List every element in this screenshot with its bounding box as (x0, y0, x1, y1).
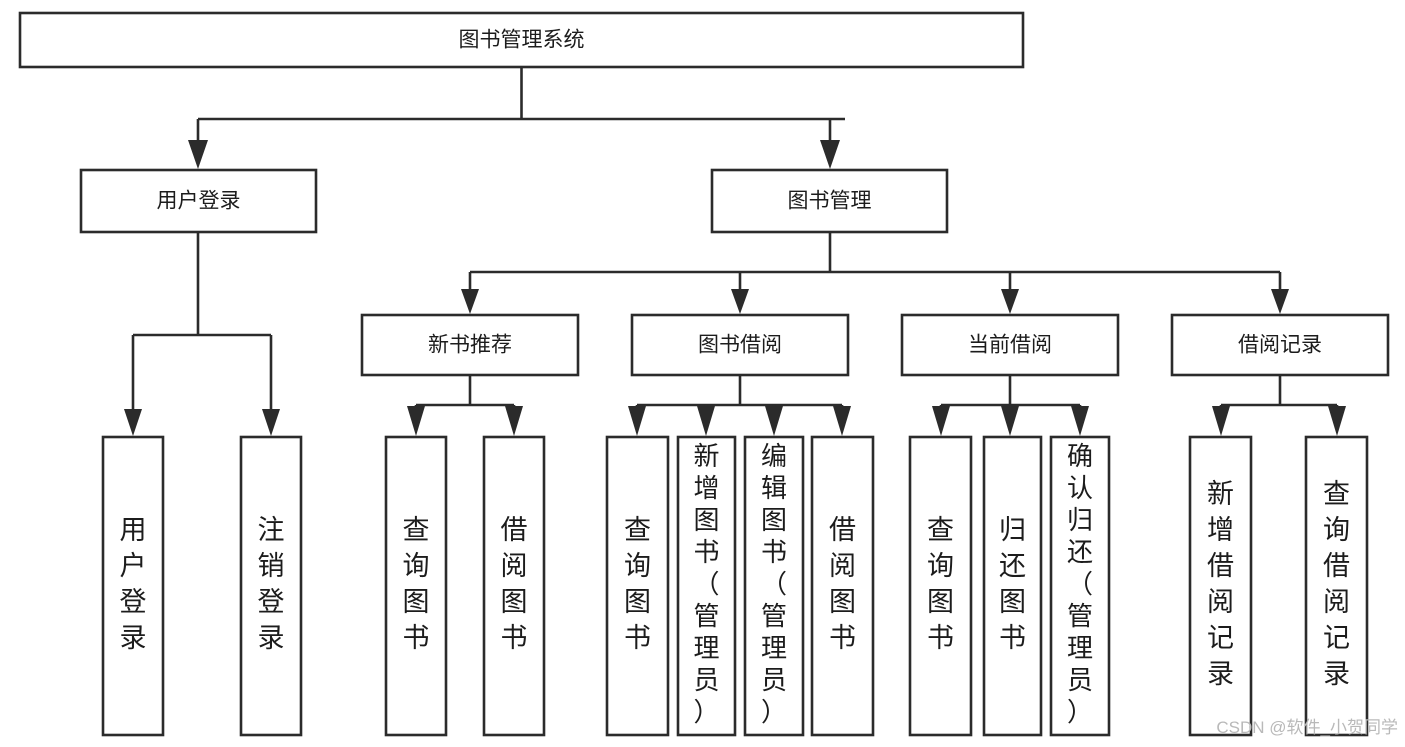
node-leaf-cur-confirm-label: 确认归还（管理员） (1067, 441, 1093, 727)
node-leaf-rec-query[interactable]: 查询图书 (384, 435, 448, 737)
node-leaf-borrow-edit[interactable]: 编辑图书（管理员） (743, 435, 805, 737)
node-leaf-cur-query-box[interactable] (908, 435, 973, 737)
csdn-watermark: CSDN @软件_小贺同学 (1216, 718, 1398, 737)
node-root[interactable]: 图书管理系统 (18, 11, 1025, 69)
node-book-borrow[interactable]: 图书借阅 (630, 313, 850, 377)
arrow-head-leaf-cur-query (932, 406, 950, 436)
node-leaf-cur-confirm-box[interactable] (1049, 435, 1111, 737)
arrow-head-user-login (188, 140, 208, 169)
node-leaf-rec-search[interactable]: 查询借阅记录 (1304, 435, 1369, 737)
node-book-manage[interactable]: 图书管理 (710, 168, 949, 234)
node-leaf-borrow-query-box[interactable] (605, 435, 670, 737)
arrow-head-current-borrow (1001, 289, 1019, 314)
arrow-head-leaf-borrow-query (628, 406, 646, 436)
node-leaf-rec-borrow-label: 借阅图书 (501, 515, 528, 653)
node-leaf-borrow-add-label: 新增图书（管理员） (693, 441, 719, 727)
arrow-head-leaf-rec-search (1328, 406, 1346, 436)
node-user-login-box[interactable] (79, 168, 318, 234)
node-leaf-borrow-query-label: 查询图书 (624, 515, 651, 653)
node-leaf-cur-return-box[interactable] (982, 435, 1043, 737)
node-leaf-borrow-edit-label: 编辑图书（管理员） (761, 441, 787, 727)
node-current-borrow[interactable]: 当前借阅 (900, 313, 1120, 377)
node-leaf-rec-search-label: 查询借阅记录 (1323, 479, 1350, 689)
node-leaf-cur-return-label: 归还图书 (999, 515, 1026, 653)
arrow-head-leaf-user-login (124, 409, 142, 436)
node-new-book-rec-label: 新书推荐 (428, 334, 512, 357)
node-borrow-record-label: 借阅记录 (1238, 334, 1322, 357)
node-leaf-rec-query-label: 查询图书 (403, 515, 430, 653)
arrow-head-leaf-cur-confirm (1071, 406, 1089, 436)
arrow-head-leaf-borrow-lend (833, 406, 851, 436)
node-leaf-user-logout-box[interactable] (239, 435, 303, 737)
node-layer: 图书管理系统 用户登录 图书管理 新书推荐 图书借阅 当前借阅 (18, 11, 1390, 737)
node-leaf-cur-return[interactable]: 归还图书 (982, 435, 1043, 737)
arrow-head-new-book-rec (461, 289, 479, 314)
arrow-head-leaf-rec-add (1212, 406, 1230, 436)
node-leaf-borrow-lend[interactable]: 借阅图书 (810, 435, 875, 737)
arrow-head-book-borrow (731, 289, 749, 314)
arrow-head-leaf-rec-borrow (505, 406, 523, 436)
arrow-head-leaf-user-logout (262, 409, 280, 436)
arrow-head-borrow-record (1271, 289, 1289, 314)
node-leaf-user-login[interactable]: 用户登录 (101, 435, 165, 737)
node-leaf-rec-query-box[interactable] (384, 435, 448, 737)
connector-layer (124, 67, 1346, 436)
node-leaf-rec-add[interactable]: 新增借阅记录 (1188, 435, 1253, 737)
node-user-login-label: 用户登录 (157, 190, 241, 213)
arrow-head-leaf-cur-return (1001, 406, 1019, 436)
node-leaf-user-login-box[interactable] (101, 435, 165, 737)
arrow-head-leaf-borrow-edit (765, 406, 783, 436)
node-leaf-rec-add-box[interactable] (1188, 435, 1253, 737)
node-current-borrow-box[interactable] (900, 313, 1120, 377)
node-new-book-rec-box[interactable] (360, 313, 580, 377)
node-leaf-cur-confirm[interactable]: 确认归还（管理员） (1049, 435, 1111, 737)
node-leaf-rec-search-box[interactable] (1304, 435, 1369, 737)
arrow-head-leaf-borrow-add (697, 406, 715, 436)
node-leaf-rec-add-label: 新增借阅记录 (1207, 479, 1234, 689)
node-leaf-borrow-add-box[interactable] (676, 435, 737, 737)
node-book-borrow-label: 图书借阅 (698, 334, 782, 357)
node-leaf-rec-borrow-box[interactable] (482, 435, 546, 737)
arrow-head-leaf-rec-query (407, 406, 425, 436)
node-root-box[interactable] (18, 11, 1025, 69)
node-leaf-borrow-add[interactable]: 新增图书（管理员） (676, 435, 737, 737)
node-leaf-cur-query-label: 查询图书 (927, 515, 954, 653)
node-new-book-rec[interactable]: 新书推荐 (360, 313, 580, 377)
node-book-manage-label: 图书管理 (788, 190, 872, 213)
node-leaf-user-login-label: 用户登录 (120, 515, 147, 653)
node-borrow-record-box[interactable] (1170, 313, 1390, 377)
node-leaf-cur-query[interactable]: 查询图书 (908, 435, 973, 737)
node-leaf-borrow-edit-box[interactable] (743, 435, 805, 737)
node-leaf-rec-borrow[interactable]: 借阅图书 (482, 435, 546, 737)
arrow-head-book-manage (820, 140, 840, 169)
node-leaf-user-logout[interactable]: 注销登录 (239, 435, 303, 737)
node-book-manage-box[interactable] (710, 168, 949, 234)
node-current-borrow-label: 当前借阅 (968, 334, 1052, 357)
node-leaf-borrow-query[interactable]: 查询图书 (605, 435, 670, 737)
node-leaf-user-logout-label: 注销登录 (258, 515, 285, 653)
node-borrow-record[interactable]: 借阅记录 (1170, 313, 1390, 377)
node-user-login[interactable]: 用户登录 (79, 168, 318, 234)
node-leaf-borrow-lend-box[interactable] (810, 435, 875, 737)
node-root-label: 图书管理系统 (459, 29, 585, 52)
node-book-borrow-box[interactable] (630, 313, 850, 377)
node-leaf-borrow-lend-label: 借阅图书 (829, 515, 856, 653)
